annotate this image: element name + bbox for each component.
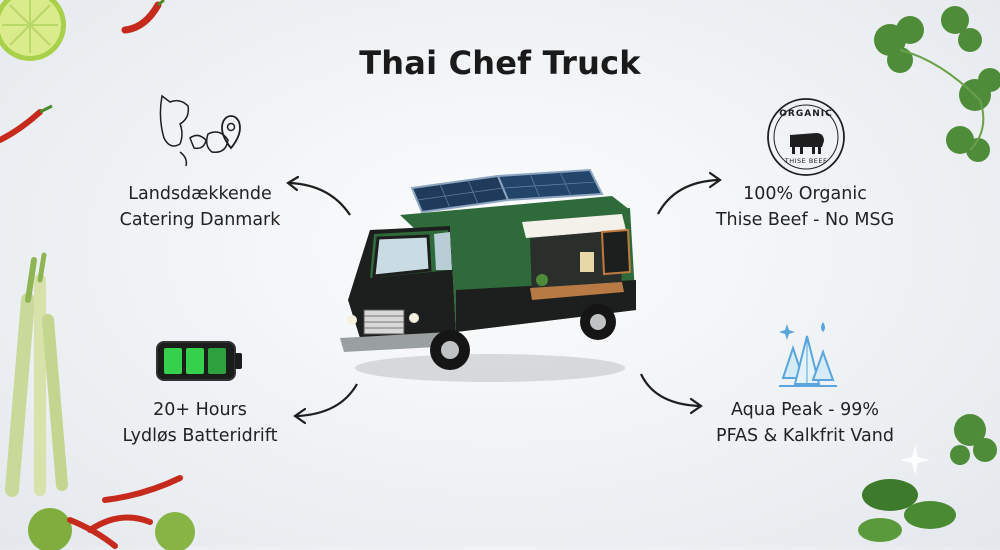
badge-top-text: ORGANIC — [779, 109, 833, 119]
feature-line-2: Catering Danmark — [119, 210, 281, 230]
lime-slice-decoration — [0, 0, 66, 61]
feature-line-2: Lydløs Batteridrift — [122, 426, 278, 446]
cilantro-top-right-decoration — [874, 6, 1000, 162]
sparkle-icon — [900, 445, 930, 475]
feature-line-2: PFAS & Kalkfrit Vand — [716, 426, 894, 446]
food-truck-illustration — [340, 168, 636, 382]
feature-line-2: Thise Beef - No MSG — [715, 210, 895, 230]
arrow-bottom-left — [293, 383, 358, 425]
feature-line-1: Landsdækkende — [128, 184, 272, 204]
water-crystal-icon — [779, 322, 837, 387]
badge-bottom-text: THISE BEEF — [784, 157, 828, 165]
arrow-top-right — [657, 171, 722, 215]
arrow-bottom-right — [640, 373, 703, 415]
feature-organic-beef: 100% Organic Thise Beef - No MSG — [690, 181, 920, 233]
denmark-map-pin-icon — [159, 94, 241, 167]
arrow-top-left — [286, 175, 351, 216]
cilantro-bottom-right-decoration — [858, 414, 997, 542]
feature-nationwide-catering: Landsdækkende Catering Danmark — [90, 181, 310, 233]
chili-bottom-decoration — [102, 475, 183, 503]
chili-left-decoration — [0, 104, 53, 143]
page-title: Thai Chef Truck — [359, 44, 641, 82]
solar-panel-icon — [410, 168, 604, 214]
organic-beef-badge-icon: ORGANIC THISE BEEF — [766, 97, 846, 177]
battery-icon — [156, 341, 242, 381]
wheel-icon — [430, 304, 616, 370]
lemongrass-decoration — [5, 252, 68, 497]
feature-battery-runtime: 20+ Hours Lydløs Batteridrift — [90, 397, 310, 449]
kaffir-lime-decoration — [28, 508, 195, 550]
cow-icon — [790, 133, 824, 154]
feature-water-filtration: Aqua Peak - 99% PFAS & Kalkfrit Vand — [690, 397, 920, 449]
feature-line-1: 100% Organic — [743, 184, 867, 204]
feature-line-1: 20+ Hours — [153, 400, 247, 420]
chili-top-decoration — [121, 0, 165, 34]
feature-line-1: Aqua Peak - 99% — [730, 400, 880, 420]
